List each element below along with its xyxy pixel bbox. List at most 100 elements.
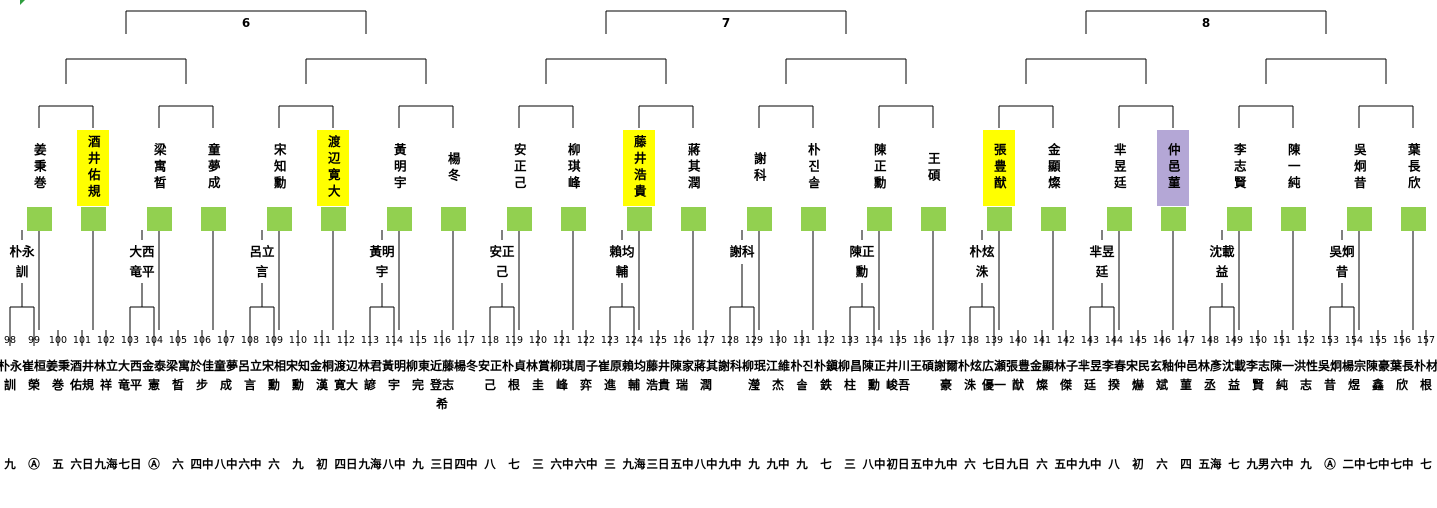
player-grade: 六 (1156, 457, 1168, 471)
r1-winner-name: 陳正勳 (849, 240, 875, 283)
player-grade: 七日 (118, 457, 142, 471)
r1-winner-name: 安正己 (489, 240, 515, 283)
player-number: 110 (288, 335, 308, 346)
player-name: 江維杰 (766, 359, 791, 392)
player-grade: 二中 (1342, 457, 1366, 471)
r1-winner-name: 芈昱廷 (1089, 240, 1115, 283)
player-name: 金泰憲 (142, 359, 167, 392)
player-grade: Ⓐ (28, 457, 40, 471)
player-grade: 九 (292, 457, 304, 471)
player-number: 130 (768, 335, 788, 346)
player-name: 宋知勳 (286, 359, 311, 392)
player-grade: 三 (604, 457, 616, 471)
r2-slot-box (747, 207, 772, 231)
r2-winner-name: 張豊猷 (983, 130, 1015, 206)
player-number: 146 (1152, 335, 1172, 346)
player-name: 蔣其潤 (694, 359, 719, 392)
player-grade: 八 (1108, 457, 1120, 471)
player-grade: 六中 (550, 457, 574, 471)
player-number: 125 (648, 335, 668, 346)
player-number: 122 (576, 335, 596, 346)
player-name: 朴炫洙 (958, 359, 983, 392)
player-number: 113 (360, 335, 380, 346)
r2-slot-box (267, 207, 292, 231)
player-name: 金顯燦 (1030, 359, 1055, 392)
player-name: 陳家瑞 (670, 359, 695, 392)
r2-slot-box (561, 207, 586, 231)
player-name: 楊冬 (454, 359, 479, 373)
r2-slot-box (81, 207, 106, 231)
player-grade: 七中 (1390, 457, 1414, 471)
r2-winner-name: 芈昱廷 (1111, 143, 1127, 193)
r2-slot-box (1347, 207, 1372, 231)
r2-slot-box (1227, 207, 1252, 231)
player-name: 大西竜平 (118, 359, 143, 392)
r2-slot-box (681, 207, 706, 231)
player-grade: 六 (964, 457, 976, 471)
player-grade: 八中 (862, 457, 886, 471)
player-number: 121 (552, 335, 572, 346)
player-grade: 五中 (670, 457, 694, 471)
player-name: 李春揆 (1102, 359, 1127, 392)
player-grade: Ⓐ (1324, 457, 1336, 471)
player-grade: 八中 (694, 457, 718, 471)
player-grade: 八 (484, 457, 496, 471)
r2-slot-box (987, 207, 1012, 231)
player-grade: 四中 (454, 457, 478, 471)
r2-slot-box (627, 207, 652, 231)
r2-winner-name: 酒井佑規 (77, 130, 109, 206)
player-name: 柳昌柱 (838, 359, 863, 392)
player-name: 林賞圭 (526, 359, 551, 392)
r2-slot-box (147, 207, 172, 231)
player-number: 142 (1056, 335, 1076, 346)
player-number: 149 (1224, 335, 1244, 346)
r2-winner-name: 楊冬 (445, 151, 461, 185)
player-number: 134 (864, 335, 884, 346)
player-number: 103 (120, 335, 140, 346)
player-grade: 七 (1228, 457, 1240, 471)
player-number: 128 (720, 335, 740, 346)
player-number: 123 (600, 335, 620, 346)
player-grade: 七 (820, 457, 832, 471)
r2-slot-box (387, 207, 412, 231)
player-name: 朴貞根 (502, 359, 527, 392)
player-name: 吳炯昔 (1318, 359, 1343, 392)
player-grade: 六中 (238, 457, 262, 471)
player-name: 安正己 (478, 359, 503, 392)
player-grade: 九海 (358, 457, 382, 471)
player-grade: 六 (268, 457, 280, 471)
r2-winner-name: 王碩 (925, 151, 941, 185)
player-number: 151 (1272, 335, 1292, 346)
player-grade: 九 (4, 457, 16, 471)
player-number: 106 (192, 335, 212, 346)
r2-winner-name: 安正己 (511, 143, 527, 193)
player-number: 129 (744, 335, 764, 346)
player-name: 李志賢 (1246, 359, 1271, 392)
r2-slot-box (321, 207, 346, 231)
r2-slot-box (921, 207, 946, 231)
player-grade: 四 (1180, 457, 1192, 471)
player-number: 157 (1416, 335, 1436, 346)
r2-winner-name: 童夢成 (205, 143, 221, 193)
player-name: 姜秉巻 (46, 359, 71, 392)
player-grade: 三日 (430, 457, 454, 471)
r2-slot-box (867, 207, 892, 231)
player-grade: 初日 (886, 457, 910, 471)
player-number: 131 (792, 335, 812, 346)
player-name: 酒井佑規 (70, 359, 95, 392)
r1-winner-name: 吳炯昔 (1329, 240, 1355, 283)
round-label: 7 (721, 16, 731, 30)
player-number: 119 (504, 335, 524, 346)
r2-winner-name: 蔣其潤 (685, 143, 701, 193)
player-grade: 初 (1132, 457, 1144, 471)
player-number: 118 (480, 335, 500, 346)
r1-winner-name: 謝科 (729, 240, 755, 264)
player-name: 林立祥 (94, 359, 119, 392)
player-number: 150 (1248, 335, 1268, 346)
player-grade: 九 (748, 457, 760, 471)
r2-winner-name: 吳炯昔 (1351, 143, 1367, 193)
player-grade: 六日 (70, 457, 94, 471)
player-number: 152 (1296, 335, 1316, 346)
player-name: 楊宗煜 (1342, 359, 1367, 392)
player-grade: 三日 (646, 457, 670, 471)
